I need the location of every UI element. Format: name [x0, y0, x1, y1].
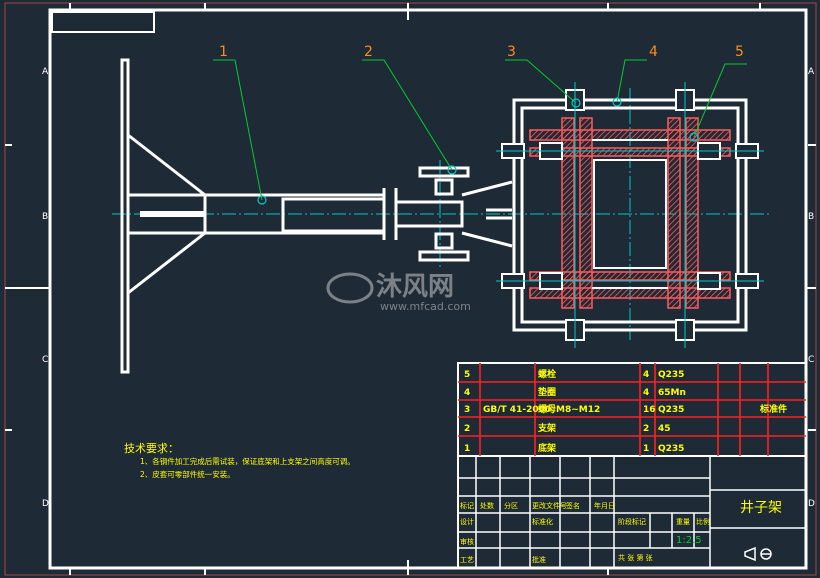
bom-cell-material: 65Mn [658, 388, 686, 398]
bom-cell-no: 2 [464, 424, 470, 434]
tb-label-zone: 分区 [504, 501, 518, 510]
bom-cell-qty: 2 [643, 424, 649, 434]
bom-cell-qty: 4 [643, 388, 649, 398]
bom-cell-name: 螺母M8~M12 [538, 403, 600, 415]
drawing-title: 井子架 [740, 500, 782, 516]
bom-cell-no: 4 [464, 388, 470, 398]
bom-cell-code: GB/T 41-2000 [483, 405, 551, 415]
projection-symbol-icon [744, 546, 772, 562]
tb-label-process: 工艺 [460, 556, 474, 564]
scale-value: 1:2.5 [676, 535, 702, 546]
tech-item-1: 1、各钢件加工完成后需试装，保证底架和上支架之间高度可调。 [140, 456, 355, 466]
leaders [213, 59, 747, 201]
tb-label-change: 更改文件号 [532, 501, 567, 510]
watermark: 沐风网 www.mfcad.com [326, 272, 471, 313]
part-connector [382, 166, 513, 262]
title-block-labels: 标记 处数 分区 更改文件号 签名 年月日 设计 标准化 阶段标记 重量 比例 … [460, 501, 710, 564]
tb-label-count: 处数 [480, 501, 494, 510]
tb-label-approve: 批准 [532, 555, 546, 564]
tb-label-standard: 标准化 [532, 517, 553, 526]
balloon-1: 1 [219, 44, 228, 60]
tech-requirements: 技术要求： 1、各钢件加工完成后需试装，保证底架和上支架之间高度可调。 2、皮套… [124, 442, 355, 479]
zone-letter-a-right: A [808, 67, 815, 77]
bom-cell-name: 垫圈 [538, 386, 556, 398]
bom-cell-name: 底架 [538, 442, 556, 454]
bom-cell-qty: 16 [643, 405, 656, 415]
bom-cell-name: 螺栓 [538, 368, 556, 380]
tech-item-2: 2、皮套可零部件统一安装。 [140, 469, 235, 479]
bom-cell-material: Q235 [658, 370, 684, 380]
part-frame-inner-lines [592, 139, 668, 289]
zone-letter-b-right: B [808, 212, 814, 222]
tb-label-mark: 标记 [460, 501, 474, 510]
bom-cell-no: 5 [464, 370, 470, 380]
top-strip [51, 11, 155, 33]
clamp-axes [496, 82, 764, 348]
watermark-brand: 沐风网 [376, 272, 454, 302]
balloon-4: 4 [649, 44, 658, 60]
zone-letter-a-left: A [42, 67, 49, 77]
balloon-3: 3 [507, 44, 516, 60]
bom-cell-material: Q235 [658, 444, 684, 454]
tb-label-scale: 比例 [696, 517, 710, 526]
bom-cell-name: 支架 [537, 422, 556, 434]
tb-label-design: 设计 [460, 517, 474, 526]
base-axle-mark [140, 211, 206, 217]
zone-letter-d-left: D [42, 499, 49, 509]
tb-label-sheet: 共 张 第 张 [618, 553, 653, 562]
zone-ticks [5, 3, 816, 575]
tb-label-sign: 签名 [566, 501, 580, 510]
balloon-2: 2 [364, 44, 373, 60]
bom-cell-material: Q235 [658, 405, 684, 415]
bom-cell-qty: 4 [643, 370, 649, 380]
balloon-5: 5 [735, 44, 744, 60]
part-frame-outer [512, 98, 748, 332]
tb-label-weight: 重量 [676, 518, 690, 526]
zone-letter-c-left: C [42, 355, 48, 365]
zone-letter-d-right: D [808, 499, 815, 509]
zone-letter-b-left: B [42, 212, 48, 222]
tech-heading: 技术要求： [124, 442, 179, 455]
bom-cell-note: 标准件 [759, 403, 787, 415]
leader-targets [257, 97, 699, 205]
tb-label-date: 年月日 [594, 501, 615, 510]
bom-cell-qty: 1 [643, 444, 649, 454]
zone-letters: A B C D A B C D [42, 67, 815, 509]
bom-cell-material: 45 [658, 424, 671, 434]
title-block [458, 456, 806, 568]
watermark-url: www.mfcad.com [380, 300, 471, 313]
zone-letter-c-right: C [808, 355, 814, 365]
balloon-labels: 1 2 3 4 5 [219, 44, 744, 60]
tb-label-review: 审核 [460, 537, 474, 546]
bom-cell-no: 3 [464, 405, 470, 415]
part-frame-hatched [529, 117, 731, 309]
tb-label-stage: 阶段标记 [618, 517, 646, 526]
bom-cell-no: 1 [464, 444, 470, 454]
